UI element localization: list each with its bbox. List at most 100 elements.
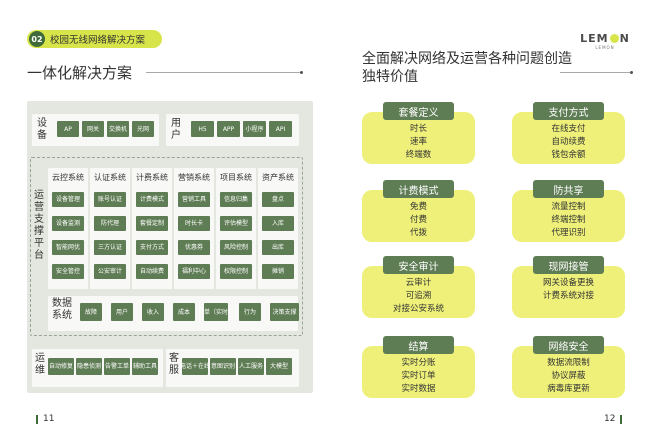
left-title-dot <box>300 71 303 74</box>
service-label: 客服 <box>169 353 179 376</box>
ops-chip: 隐患侦测 <box>76 358 102 375</box>
feature-card-title: 现网接管 <box>533 256 604 274</box>
user-label: 用户 <box>171 118 181 141</box>
feature-card <box>512 190 625 242</box>
platform-column-title: 营销系统 <box>178 173 210 182</box>
platform-chip: 计费模式 <box>136 192 168 207</box>
feature-card <box>512 346 625 398</box>
feature-card <box>362 112 475 164</box>
feature-card-line: 网关设备更换 <box>542 278 594 288</box>
feature-card-line: 可追溯 <box>405 291 432 301</box>
feature-card <box>512 266 625 318</box>
service-chip: 人工服务 <box>238 358 264 375</box>
ops-chip: 自动修复 <box>48 358 74 375</box>
feature-card-lines: 数据流限制协议屏蔽病毒库更新 <box>512 357 625 396</box>
platform-chip: 安全管控 <box>52 264 84 279</box>
feature-card <box>362 346 475 398</box>
platform-chip: 评估模型 <box>220 216 252 231</box>
service-chip: 电话＋在线 <box>180 358 210 375</box>
feature-card-lines: 免费付费代拨 <box>362 201 475 240</box>
feature-card-lines: 在线支付自动续费钱包余额 <box>512 123 625 162</box>
right-title-rule <box>560 72 630 73</box>
platform-chip: 账号认证 <box>94 192 126 207</box>
feature-card-line: 数据流限制 <box>547 358 590 368</box>
feature-card-line: 协议屏蔽 <box>551 371 586 381</box>
device-chip: 光网 <box>132 121 154 137</box>
feature-card <box>362 190 475 242</box>
data-chip: 故障 <box>80 303 102 321</box>
feature-card-line: 代拨 <box>409 228 427 238</box>
data-chip: 决策支撑 <box>270 303 299 321</box>
platform-border <box>30 157 303 336</box>
feature-card-line: 代理识别 <box>551 228 586 238</box>
device-chip: 交换机 <box>107 121 129 137</box>
platform-column-title: 认证系统 <box>94 173 126 182</box>
feature-card-lines: 实时分账实时订单实时数据 <box>362 357 475 396</box>
platform-chip: 三方认证 <box>94 240 126 255</box>
platform-chip: 自动续费 <box>136 264 168 279</box>
platform-column-title: 云控系统 <box>52 173 84 182</box>
device-chip: AP <box>57 121 79 137</box>
platform-chip: 营销工具 <box>178 192 210 207</box>
right-page-title: 全面解决网络及运营各种问题创造独特价值 <box>362 51 572 85</box>
feature-card-title: 安全审计 <box>383 256 454 274</box>
right-title-dot <box>630 71 633 74</box>
logo-subtext: LEMON <box>595 45 615 50</box>
feature-card-line: 在线支付 <box>551 124 586 134</box>
feature-card-line: 钱包余额 <box>551 150 586 160</box>
ops-chip: 告警工单 <box>104 358 130 375</box>
service-chip: 大模型 <box>266 358 292 375</box>
device-label: 设备 <box>37 118 47 141</box>
platform-chip: 出库 <box>262 240 294 255</box>
logo-o-icon <box>609 34 619 43</box>
data-chip: 订单（实时） <box>198 303 234 321</box>
platform-chip: 风险控制 <box>220 240 252 255</box>
feature-card-line: 付费 <box>409 215 427 225</box>
section-number: 02 <box>29 31 45 47</box>
section-badge: 02 校园无线网络解决方案 <box>27 30 162 48</box>
platform-chip: 设备监测 <box>52 216 84 231</box>
feature-card-title: 支付方式 <box>533 102 604 120</box>
platform-chip: 支付方式 <box>136 240 168 255</box>
platform-column-title: 计费系统 <box>136 173 168 182</box>
left-title-rule <box>146 72 301 73</box>
feature-card-line: 免费 <box>409 202 427 212</box>
feature-card <box>512 112 625 164</box>
platform-column-title: 资产系统 <box>262 173 294 182</box>
section-title: 校园无线网络解决方案 <box>50 35 146 46</box>
feature-card-line: 实时分账 <box>401 358 436 368</box>
feature-card-lines: 时长速率终端数 <box>362 123 475 162</box>
feature-card-title: 网络安全 <box>533 336 604 354</box>
data-system-label: 数据系统 <box>52 298 72 321</box>
user-chip: 小程序 <box>243 121 266 137</box>
feature-card <box>362 266 475 318</box>
platform-chip: 摊销 <box>262 264 294 279</box>
data-chip: 收入 <box>142 303 164 321</box>
feature-card-title: 防共享 <box>533 180 604 198</box>
feature-card-lines: 流量控制终端控制代理识别 <box>512 201 625 240</box>
page-number-right: 12 <box>604 414 627 424</box>
platform-chip: 权限控制 <box>220 264 252 279</box>
feature-card-title: 套餐定义 <box>383 102 454 120</box>
feature-card-line: 实时订单 <box>401 371 436 381</box>
feature-card-title: 结算 <box>383 336 454 354</box>
user-chip: APP <box>217 121 240 137</box>
platform-label: 运营支撑平台 <box>34 190 44 261</box>
platform-column-title: 项目系统 <box>220 173 252 182</box>
feature-card-line: 云审计 <box>405 278 432 288</box>
left-page-title: 一体化解决方案 <box>27 64 133 82</box>
platform-chip: 盘点 <box>262 192 294 207</box>
platform-chip: 套餐定制 <box>136 216 168 231</box>
feature-card-line: 速率 <box>409 137 427 147</box>
feature-card-line: 病毒库更新 <box>547 384 590 394</box>
feature-card-title: 计费模式 <box>383 180 454 198</box>
data-chip: 成本 <box>173 303 195 321</box>
platform-chip: 智能网优 <box>52 240 84 255</box>
platform-chip: 入库 <box>262 216 294 231</box>
feature-card-line: 终端控制 <box>551 215 586 225</box>
user-chip: H5 <box>191 121 214 137</box>
platform-chip: 防代理 <box>94 216 126 231</box>
feature-card-line: 对接公安系统 <box>392 304 444 314</box>
feature-card-line: 自动续费 <box>551 137 586 147</box>
